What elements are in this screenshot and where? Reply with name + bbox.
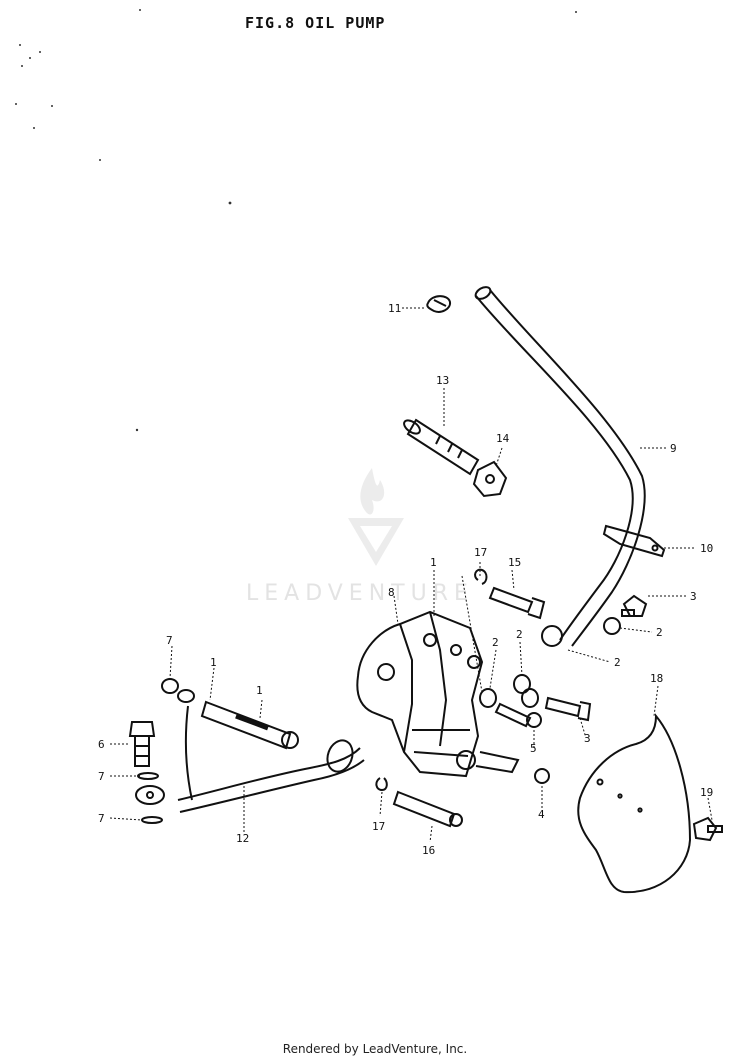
- callout-3-upper: 3: [690, 590, 697, 603]
- bolt-part-5: [494, 702, 542, 728]
- figure-title: FIG.8 OIL PUMP: [245, 14, 386, 32]
- callout-11: 11: [388, 302, 401, 315]
- callout-7-mid: 7: [98, 770, 105, 783]
- clip-part-11: [426, 295, 452, 313]
- callout-1-left: 1: [256, 684, 263, 697]
- callout-17-bottom: 17: [372, 820, 385, 833]
- callout-labels: 11 13 14 9 10 3 2 2 15 17 1 8 2 2 5 3 4 …: [98, 302, 713, 857]
- callout-2-mid: 2: [516, 628, 523, 641]
- leadventure-watermark: LEADVENTURE: [246, 468, 474, 606]
- nut-part-14: [472, 460, 508, 498]
- washer-part-4: [534, 768, 550, 784]
- callout-2-hose: 2: [614, 656, 621, 669]
- callout-17-top: 17: [474, 546, 487, 559]
- callout-14: 14: [496, 432, 510, 445]
- callout-1-fitting: 1: [210, 656, 217, 669]
- clamp-part-10: [602, 524, 666, 558]
- callout-13: 13: [436, 374, 449, 387]
- callout-9: 9: [670, 442, 677, 455]
- callout-7-top: 7: [166, 634, 173, 647]
- callout-16: 16: [422, 844, 435, 857]
- callout-7-bottom: 7: [98, 812, 105, 825]
- callout-2-center: 2: [492, 636, 499, 649]
- watermark-flame-icon: [360, 468, 385, 515]
- callout-15: 15: [508, 556, 521, 569]
- oil-hose-part-9: [474, 286, 646, 647]
- pipe-part-1: [200, 700, 299, 750]
- bolt-part-16: [392, 790, 463, 828]
- banjo-bolt-part-6: [128, 721, 156, 767]
- pump-cover-part-18: [577, 713, 692, 894]
- callout-2-right: 2: [656, 626, 663, 639]
- callout-6: 6: [98, 738, 105, 751]
- callout-1-top: 1: [430, 556, 437, 569]
- callout-18: 18: [650, 672, 663, 685]
- bolt-part-15: [488, 586, 546, 620]
- callout-10: 10: [700, 542, 713, 555]
- clips-part-17: [375, 568, 488, 792]
- callout-4: 4: [538, 808, 545, 821]
- callout-8: 8: [388, 586, 395, 599]
- bolt-part-3-upper: [621, 594, 648, 617]
- pipe-part-13: [403, 418, 480, 476]
- oil-pump-body-part-8: [356, 610, 520, 778]
- washers-part-2: [479, 617, 621, 708]
- leader-lines: [109, 307, 713, 843]
- callout-12: 12: [236, 832, 249, 845]
- footer-credit: Rendered by LeadVenture, Inc.: [282, 1042, 468, 1056]
- callout-5: 5: [530, 742, 537, 755]
- callout-19: 19: [700, 786, 713, 799]
- watermark-text: LEADVENTURE: [246, 581, 474, 606]
- watermark-v-icon: [348, 518, 404, 566]
- screw-part-19: [692, 816, 723, 842]
- bolt-part-3-lower: [544, 696, 592, 722]
- oil-hose-part-12: [135, 689, 365, 813]
- callout-3-lower: 3: [584, 732, 591, 745]
- scan-specks: [15, 9, 577, 432]
